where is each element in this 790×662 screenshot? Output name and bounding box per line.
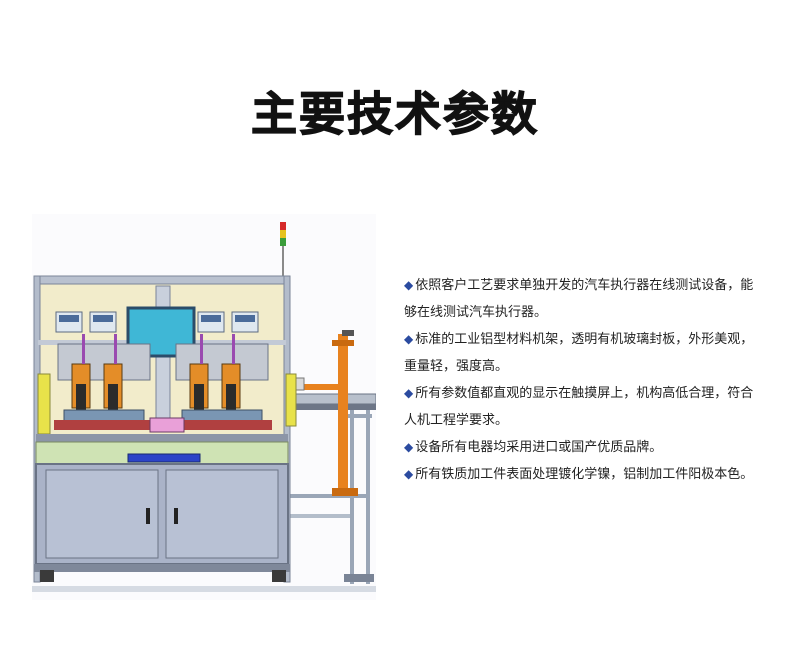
diamond-icon: ◆ <box>404 278 414 292</box>
diamond-icon: ◆ <box>404 467 414 481</box>
test-fixture-right <box>172 334 272 430</box>
feature-item: ◆所有铁质加工件表面处理镀化学镍，铝制加工件阳极本色。 <box>404 467 754 482</box>
feature-item: ◆所有参数值都直观的显示在触摸屏上，机构高低合理，符合人机工程学要求。 <box>404 386 754 428</box>
meter-icon <box>55 311 259 333</box>
feature-item: ◆设备所有电器均采用进口或国产优质品牌。 <box>404 440 663 455</box>
machine-drawing <box>32 222 376 592</box>
conveyor-stand <box>283 393 376 584</box>
machine-illustration <box>32 214 376 600</box>
feature-item: ◆标准的工业铝型材料机架，透明有机玻璃封板，外形美观，重量轻，强度高。 <box>404 332 754 374</box>
diamond-icon: ◆ <box>404 332 414 346</box>
diamond-icon: ◆ <box>404 386 414 400</box>
feature-item: ◆依照客户工艺要求单独开发的汽车执行器在线测试设备，能够在线测试汽车执行器。 <box>404 278 754 320</box>
signal-tower-icon <box>280 222 286 280</box>
diamond-icon: ◆ <box>404 440 414 454</box>
orange-arm <box>289 330 358 496</box>
test-fixture-left <box>54 334 154 430</box>
page-title: 主要技术参数 <box>250 86 539 141</box>
feature-list: ◆依照客户工艺要求单独开发的汽车执行器在线测试设备，能够在线测试汽车执行器。 ◆… <box>404 272 766 488</box>
